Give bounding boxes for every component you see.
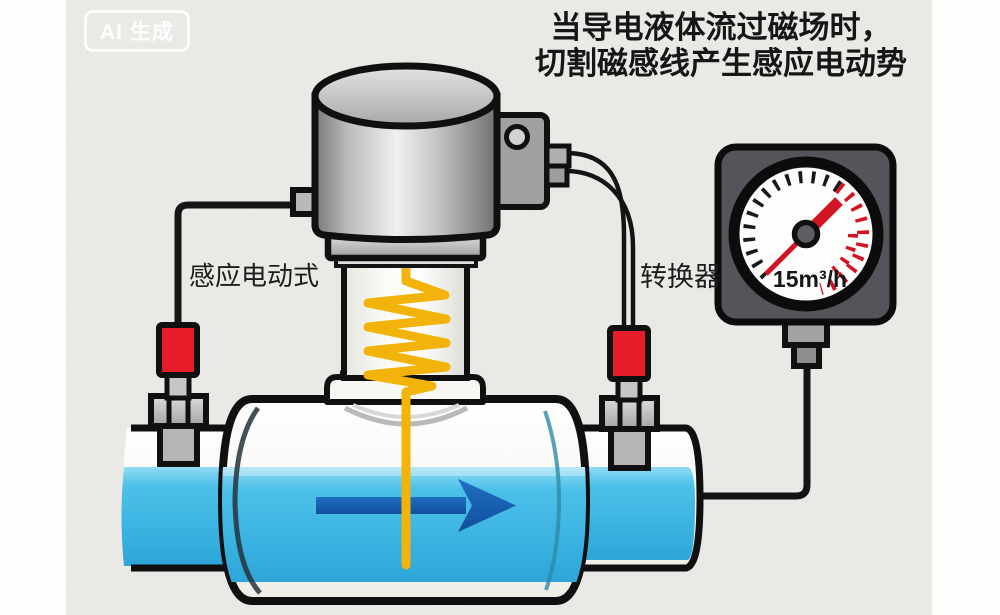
ai-generated-badge: AI 生成 <box>84 10 190 52</box>
flow-tube-left-rim <box>232 406 262 595</box>
wiring <box>174 150 811 500</box>
electrode-right-base <box>608 423 651 471</box>
right-border-strip <box>932 0 1000 615</box>
page-title: 当导电液体流过磁场时， 切割磁感线产生感应电动势 <box>505 10 937 82</box>
pipe-right-outline <box>580 424 704 572</box>
gauge-ticks-black <box>743 171 843 286</box>
electrode-right-nut-facets <box>617 400 642 427</box>
pipe-assembly <box>121 395 704 605</box>
electrode-right-nut <box>599 395 660 432</box>
flow-tube-right-rim <box>543 410 562 591</box>
electrode-left-base <box>157 421 200 467</box>
gauge-stem-lower <box>791 342 822 369</box>
gauge-hub <box>791 219 821 249</box>
sensor-head <box>290 62 572 268</box>
pipe-right-liquid <box>580 467 695 560</box>
label-electrode: 感应电动式 <box>189 261 320 291</box>
electrode-right-cap <box>607 325 651 382</box>
terminal-box-hole <box>504 124 530 150</box>
title-line-1: 当导电液体流过磁场时， <box>550 10 892 45</box>
electrode-left-wire <box>174 201 298 330</box>
electrode-left-nut-facets <box>166 398 191 424</box>
title-line-2: 切割磁感线产生感应电动势 <box>535 46 907 81</box>
flow-arrow-icon <box>316 479 516 532</box>
cable-gland-upper <box>544 143 572 169</box>
cable-gland-lower <box>544 163 570 188</box>
electrode-right-wire-2 <box>565 168 636 334</box>
excitation-coil <box>363 255 451 570</box>
electrode-right <box>599 325 660 471</box>
electrode-left-cap <box>156 322 200 378</box>
left-border-strip <box>0 0 66 615</box>
gauge-ticks-red <box>819 182 870 295</box>
electrode-right-wire-1 <box>565 150 627 334</box>
gauge-wire <box>692 360 811 500</box>
label-converter: 转换器 <box>640 262 721 292</box>
flow-gauge <box>714 143 897 369</box>
gauge-reading: 15m³/h <box>772 266 848 292</box>
head-body <box>311 92 501 243</box>
head-top-cap <box>311 62 501 130</box>
electrode-left <box>148 322 209 467</box>
